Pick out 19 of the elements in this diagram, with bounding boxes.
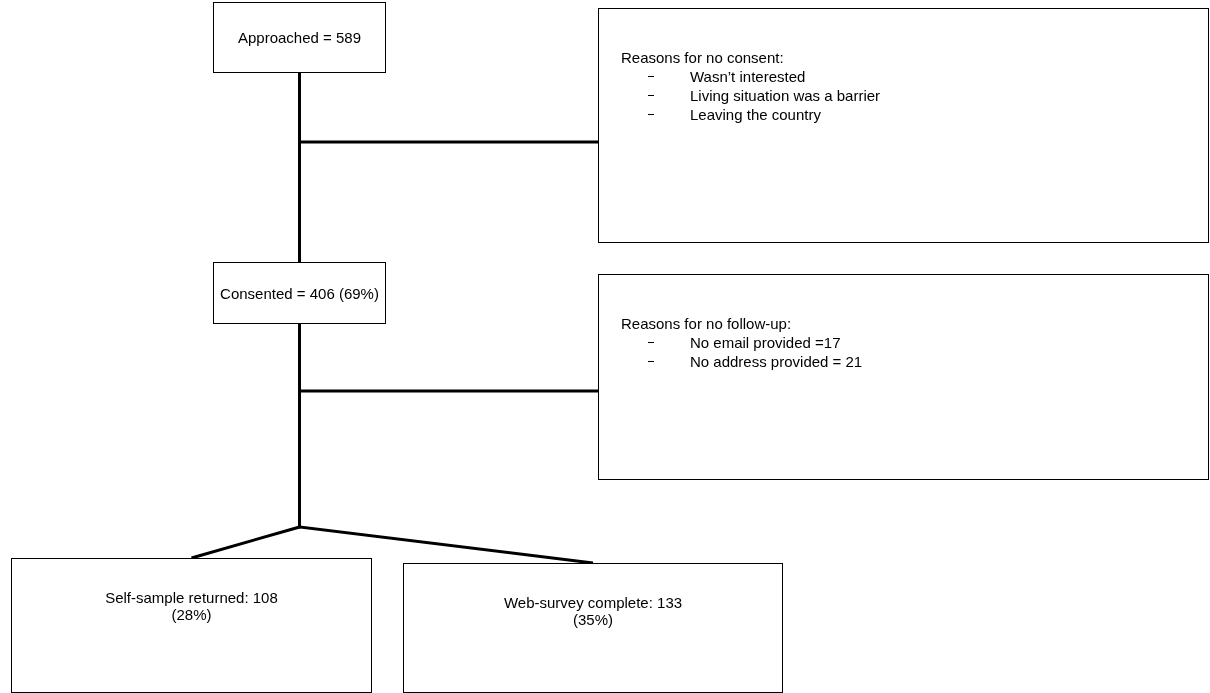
note-box xyxy=(598,274,1209,480)
box-label: Consented = 406 (69%) xyxy=(220,284,379,302)
box-label: Approached = 589 xyxy=(238,29,361,46)
outcome-box xyxy=(11,558,372,693)
list-item: No address provided = 21 xyxy=(690,353,863,370)
connector-line xyxy=(298,324,594,565)
list-item: Living situation was a barrier xyxy=(690,87,881,104)
note-box xyxy=(598,8,1209,243)
process-box xyxy=(213,2,386,73)
note-heading: Reasons for no follow-up: xyxy=(621,315,793,332)
list-item: Leaving the country xyxy=(690,106,821,123)
box-label: Self-sample returned: 108 (28%) xyxy=(104,589,279,623)
process-box xyxy=(213,262,386,324)
note-heading: Reasons for no consent: xyxy=(621,49,785,66)
outcome-box xyxy=(403,563,783,693)
connector-line xyxy=(298,73,598,144)
list-item: Wasn’t interested xyxy=(690,68,806,85)
list-item: No email provided =17 xyxy=(690,334,841,351)
box-label: Web-survey complete: 133 (35%) xyxy=(502,594,684,628)
